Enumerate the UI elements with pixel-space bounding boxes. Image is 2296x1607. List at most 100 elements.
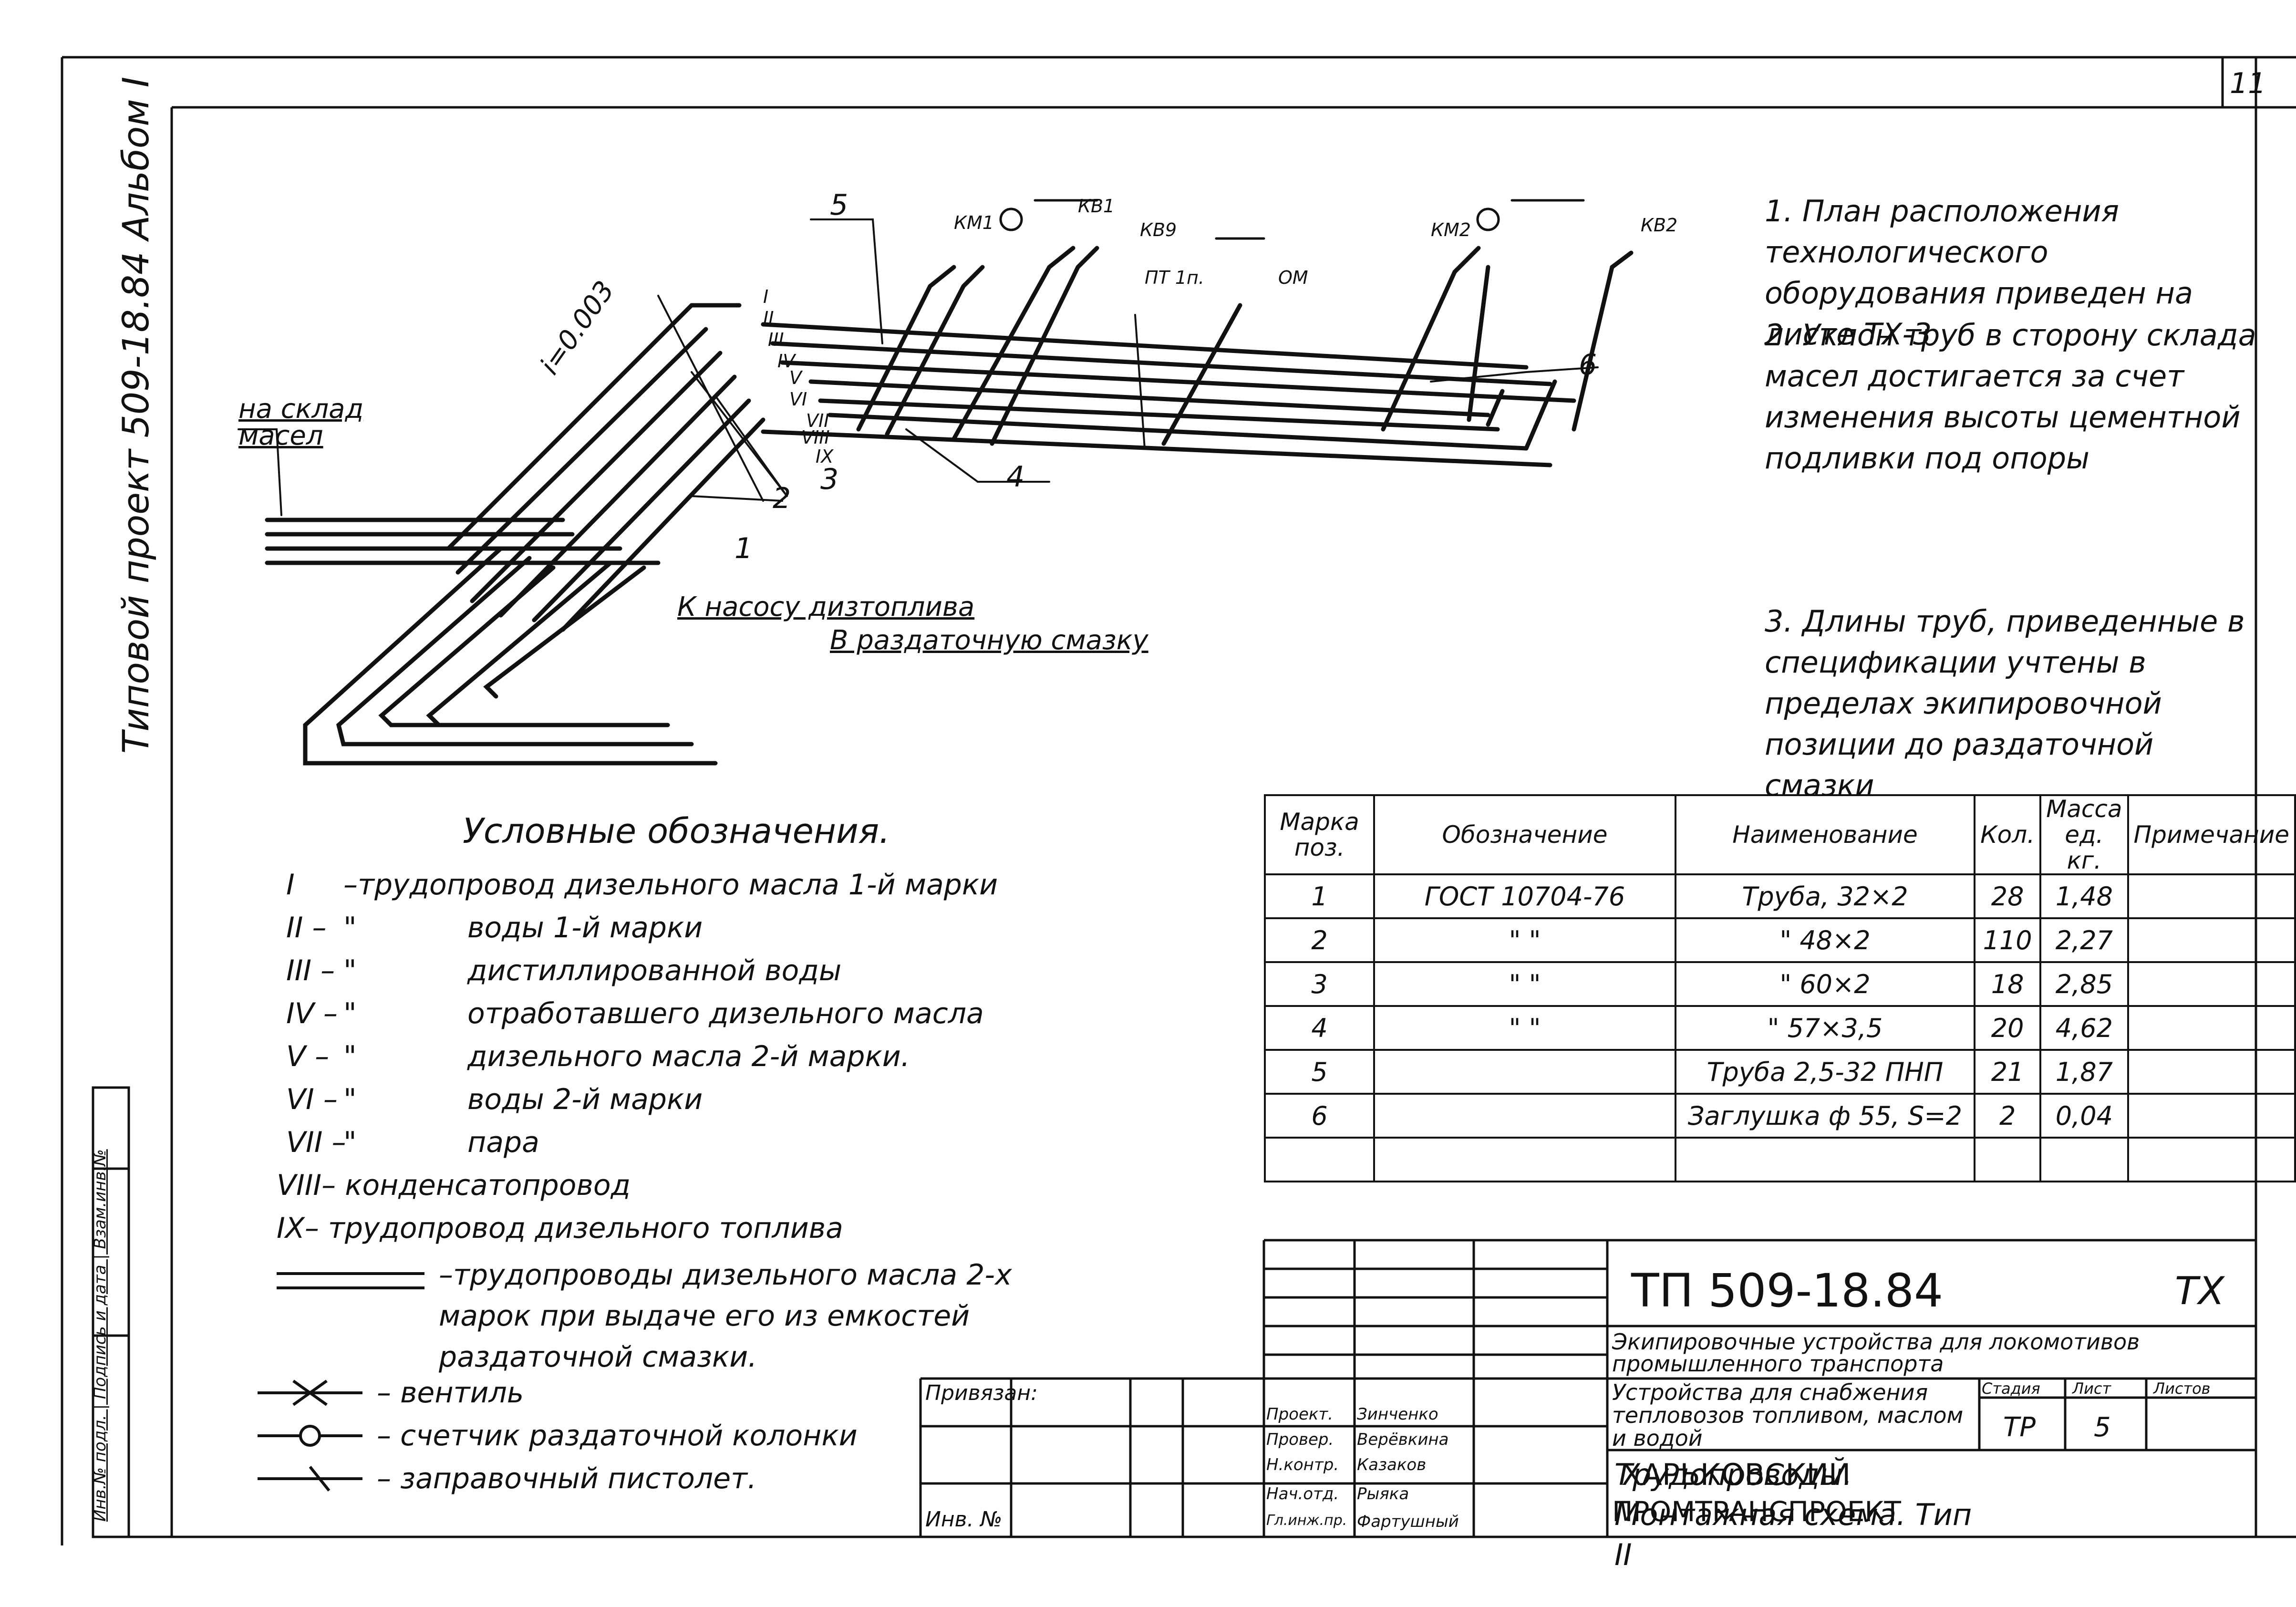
riser [856, 265, 985, 436]
meter-symbol [999, 207, 1023, 231]
roman-V: V [789, 367, 802, 388]
legend-ditto: " [343, 1126, 357, 1159]
legend-code: VIII [277, 1169, 322, 1202]
pipe-line [426, 560, 646, 727]
legend-code: I [286, 868, 295, 902]
legend-valve: – вентиль [377, 1376, 524, 1410]
spec-cell: 1,48 [2039, 873, 2129, 919]
spec-cell [2127, 1049, 2296, 1095]
legend-text: – конденсатопровод [321, 1169, 631, 1202]
role-chief: Гл.инж.пр. [1266, 1512, 1347, 1529]
title-object: Устройства для снабжения тепловозов топл… [1612, 1379, 1964, 1451]
pistol-legend-icon [258, 1466, 362, 1492]
note-1: 1. План расположения технологического об… [1765, 194, 2193, 352]
pipe-line [265, 518, 661, 565]
label-to-fuel-pump: К насосу дизтоплива [677, 591, 975, 622]
name-check: Верёвкина [1357, 1430, 1449, 1449]
spec-cell: " 48×2 [1674, 917, 1976, 963]
callout-1: 1 [734, 532, 753, 565]
spec-cell: Труба, 32×2 [1674, 873, 1976, 919]
spec-cell [2127, 1137, 2296, 1182]
sheet-corner-number: 11 [2230, 67, 2266, 100]
legend-ditto: " [343, 1040, 357, 1073]
name-head: Рыяка [1357, 1484, 1409, 1503]
spec-cell: 5 [1263, 1049, 1376, 1095]
roman-VIII: VIII [801, 427, 830, 448]
pipe-line [303, 546, 718, 766]
legend-item: V – " дизельного масла 2-й марки. [286, 1040, 910, 1073]
spec-cell: 20 [1974, 1005, 2042, 1051]
callout-4: 4 [1006, 460, 1025, 494]
spec-header: Масса ед. кг. [2039, 794, 2129, 875]
legend-code: VI – [286, 1083, 338, 1116]
specification-table: Марка поз. Обозначение Наименование Кол.… [1263, 794, 2296, 1182]
role-design: Проект. [1266, 1405, 1334, 1424]
spec-cell: " 57×3,5 [1674, 1005, 1976, 1051]
spec-cell: " " [1373, 961, 1676, 1007]
note-3: 3. Длины труб, приведенные в спецификаци… [1765, 604, 2245, 803]
title-mark: ТХ [2175, 1269, 2224, 1313]
side-stamp-text: Инв.№ подл. | Подпись и дата | Взам.инв.… [91, 1149, 110, 1522]
spec-cell: 2,85 [2039, 961, 2129, 1007]
note-2: 2. Уклон труб в сторону склада масел дос… [1765, 318, 2256, 476]
spec-cell: 1,87 [2039, 1049, 2129, 1095]
callout-5: 5 [830, 188, 848, 222]
name-design: Зинченко [1357, 1405, 1438, 1424]
riser [1161, 246, 1481, 446]
spec-cell: 21 [1974, 1049, 2042, 1095]
org-name-1: ХАРЬКОВСКИЙ [1622, 1457, 1851, 1492]
legend-meter: – счетчик раздаточной колонки [377, 1419, 858, 1452]
pipe-line [689, 303, 1576, 403]
spec-cell [2127, 917, 2296, 963]
label-om: ОМ [1278, 267, 1308, 288]
spec-cell: 0,04 [2039, 1093, 2129, 1139]
valve-symbol [1034, 199, 1585, 240]
legend-text: дизельного масла 2-й марки. [467, 1040, 910, 1073]
spec-cell [2039, 1137, 2129, 1182]
stage-value: ТР [2003, 1412, 2036, 1443]
legend-double-line: –трудопроводы дизельного масла 2-х марок… [439, 1258, 1012, 1374]
legend-item: VIII– конденсатопровод [277, 1169, 631, 1202]
spec-cell [2127, 961, 2296, 1007]
side-project-text: Типовой проект 509-18.84 Альбом I [114, 76, 157, 754]
spec-cell: 110 [1974, 917, 2042, 963]
legend-item: II –"воды 1-й марки [286, 911, 703, 944]
roman-III: III [768, 329, 784, 350]
spec-cell: Заглушка ф 55, S=2 [1674, 1093, 1976, 1139]
spec-cell: 3 [1263, 961, 1376, 1007]
side-stamp-box [92, 1086, 130, 1538]
sheets-label: Листов [2153, 1379, 2211, 1398]
pipe-line [498, 374, 765, 632]
valve-legend-icon [258, 1379, 362, 1406]
legend-code: V – [286, 1040, 330, 1073]
roman-II: II [763, 308, 774, 329]
spec-header-row: Марка поз. Обозначение Наименование Кол.… [1263, 794, 2296, 875]
callout-leader [238, 314, 1146, 516]
label-to-oil-store: на склад масел [238, 394, 364, 451]
inv-label: Инв. № [925, 1507, 1003, 1532]
role-check: Провер. [1266, 1430, 1334, 1449]
legend-title: Условные обозначения. [463, 811, 890, 851]
pipe-line [378, 565, 670, 727]
spec-cell: Труба 2,5-32 ПНП [1674, 1049, 1976, 1095]
spec-cell: 1 [1263, 873, 1376, 919]
label-pt1: ПТ 1п. [1145, 267, 1204, 288]
spec-cell [1373, 1093, 1676, 1139]
spec-cell: 6 [1263, 1093, 1376, 1139]
spec-header: Кол. [1974, 794, 2042, 875]
spec-cell [1674, 1137, 1976, 1182]
legend-text: пара [467, 1126, 539, 1159]
legend-ditto: " [343, 997, 357, 1030]
stage-label: Стадия [1982, 1379, 2040, 1398]
pipe-line [446, 303, 723, 603]
callout-2: 2 [773, 482, 791, 515]
roman-I: I [763, 286, 769, 307]
spec-header: Марка поз. [1263, 794, 1376, 875]
legend-item: VI –"воды 2-й марки [286, 1083, 703, 1116]
legend-text: воды 1-й марки [467, 911, 703, 944]
spec-cell [2127, 1093, 2296, 1139]
legend-code: III – [286, 954, 335, 987]
legend-ditto: " [343, 1083, 357, 1116]
